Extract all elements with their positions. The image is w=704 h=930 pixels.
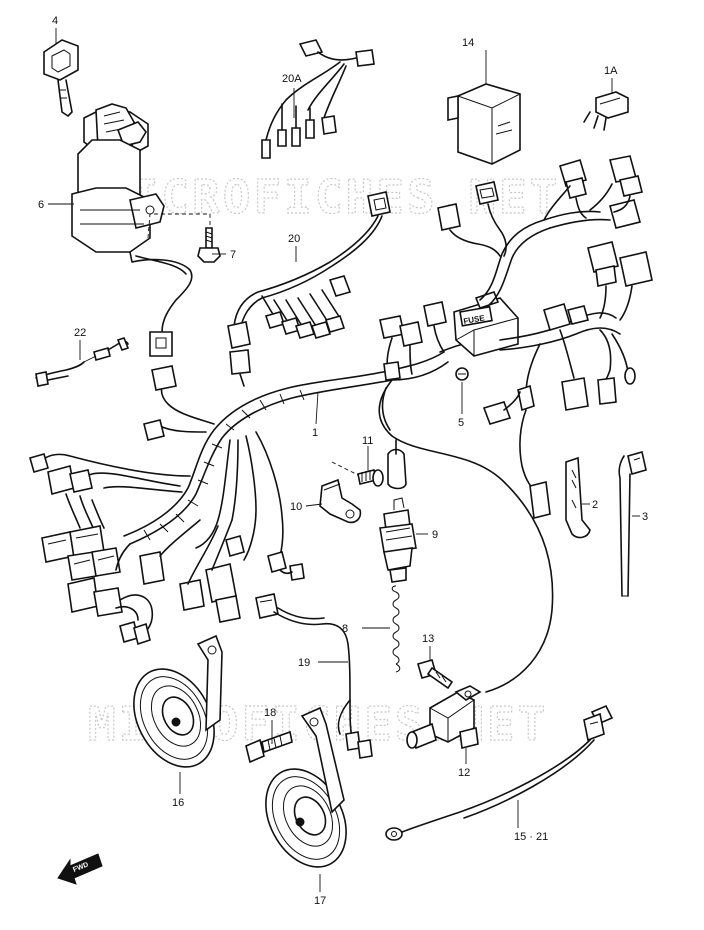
horn-17-drawing [265,706,347,868]
part-labels: 4 6 7 20A 14 1A 20 22 1 5 11 10 9 2 3 8 … [38,15,648,907]
label-11: 10 [290,501,302,513]
horn-16-drawing [133,634,223,768]
label-7: 7 [230,249,236,261]
label-2: 2 [592,499,598,511]
label-13: 12 [458,767,470,779]
bolt-18-drawing [245,730,293,764]
bolt-7-drawing [197,227,221,263]
bolt-14-drawing [417,659,454,690]
main-harness-drawing: FUSE [29,155,653,693]
connector-1a-drawing [583,91,629,131]
label-8: 4 [52,15,58,27]
lead-19-drawing [255,593,373,759]
label-4: 5 [458,417,464,429]
key-drawing [43,39,79,117]
label-18: 18 [264,707,276,719]
label-20a: 20A [282,73,302,85]
sub-harness-20a-drawing [261,39,375,159]
sub-harness-20-drawing [227,191,391,387]
ignition-switch-drawing [71,103,211,357]
bracket-11-drawing [319,461,362,524]
bracket-2-drawing [565,456,591,539]
label-19: 19 [298,657,310,669]
spring-10-drawing [391,585,401,673]
screw-12-drawing [357,439,407,490]
fuse-box-label: FUSE [463,313,486,326]
label-5: 15 · 21 [514,831,548,843]
switch-13-drawing [406,685,482,750]
label-20: 20 [288,233,300,245]
label-1a: 1A [604,65,618,77]
clamp-band-3-drawing [618,450,647,597]
label-22: 22 [74,327,86,339]
relay-drawing [447,83,521,165]
fwd-arrow-icon: FWD [57,853,103,885]
screw-4-drawing [455,367,469,381]
label-3: 3 [642,511,648,523]
label-10: 8 [342,623,348,635]
label-14: 13 [422,633,434,645]
label-12: 11 [362,435,373,447]
label-17: 17 [314,895,326,907]
leader-lines [48,28,640,892]
label-6: 6 [38,199,44,211]
label-15-21: 14 [462,37,474,49]
ground-lead-5-drawing [385,704,614,841]
label-16: 16 [172,797,184,809]
brake-switch-9-drawing [379,497,417,583]
label-9: 9 [432,529,438,541]
lead-22-drawing [35,337,130,387]
label-1: 1 [312,427,318,439]
